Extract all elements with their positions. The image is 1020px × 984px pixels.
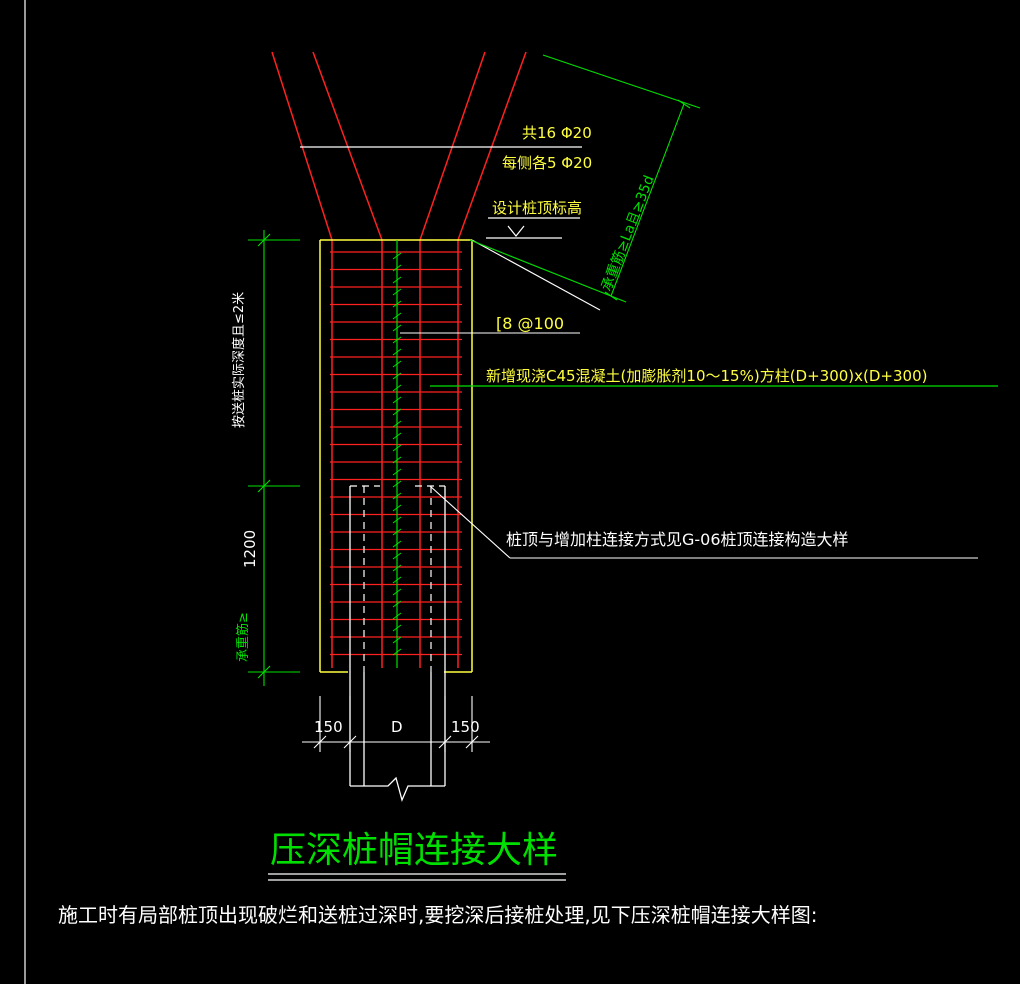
- stirrup-bars: [330, 251, 462, 656]
- center-tick: [392, 348, 402, 356]
- bottom-width-dimension: [302, 696, 490, 752]
- center-tick: [392, 636, 402, 644]
- center-tick: [392, 492, 402, 500]
- center-tick: [392, 300, 402, 308]
- center-tick: [392, 468, 402, 476]
- center-tick: [392, 384, 402, 392]
- pile-top-elevation-mark: [486, 217, 580, 239]
- dim-1200-label: 1200: [241, 530, 259, 568]
- leader-lines: [400, 239, 978, 559]
- center-tick: [392, 516, 402, 524]
- total-bars-label: 共16 Φ20: [522, 124, 592, 142]
- center-tick: [392, 396, 402, 404]
- center-tick: [392, 444, 402, 452]
- center-tick: [392, 252, 402, 260]
- center-tick: [392, 504, 402, 512]
- construction-caption: 施工时有局部桩顶出现破烂和送桩过深时,要挖深后接桩处理,见下压深桩帽连接大样图:: [58, 903, 817, 927]
- dim-d-label: D: [391, 718, 403, 736]
- center-bar-ticks: [392, 252, 402, 656]
- stirrup-label: [8 @100: [496, 314, 564, 333]
- center-tick: [392, 276, 402, 284]
- connection-note: 桩顶与增加柱连接方式见G-06桩顶连接构造大样: [506, 530, 849, 549]
- center-tick: [392, 432, 402, 440]
- center-tick: [392, 564, 402, 572]
- center-tick: [392, 288, 402, 296]
- anchor-length-label: 承重筋≥La且≥35d: [598, 173, 658, 293]
- left-vertical-dimension: [248, 230, 300, 686]
- center-tick: [392, 360, 402, 368]
- title-underline: [268, 873, 566, 881]
- center-tick: [392, 612, 402, 620]
- center-tick: [392, 576, 402, 584]
- bearing-bar-label: 承重筋≥: [235, 612, 251, 662]
- center-tick: [392, 480, 402, 488]
- diagonal-rebars: [271, 51, 527, 668]
- depth-note-label: 按送桩实际深度且≤2米: [231, 292, 247, 428]
- center-tick: [392, 264, 402, 272]
- new-column-note: 新增现浇C45混凝土(加膨胀剂10～15%)方柱(D+300)x(D+300): [486, 367, 927, 385]
- center-tick: [392, 372, 402, 380]
- dim-left-label: 150: [314, 718, 343, 736]
- bars-each-side-label: 每侧各5 Φ20: [502, 154, 592, 172]
- center-tick: [392, 528, 402, 536]
- center-tick: [392, 408, 402, 416]
- center-tick: [392, 324, 402, 332]
- center-tick: [392, 648, 402, 656]
- design-pile-top-label: 设计桩顶标高: [492, 199, 582, 217]
- dim-right-label: 150: [451, 718, 480, 736]
- center-tick: [392, 312, 402, 320]
- center-tick: [392, 420, 402, 428]
- drawing-title: 压深桩帽连接大样: [270, 830, 558, 871]
- center-tick: [392, 540, 402, 548]
- anchor-length-dimension: [469, 54, 701, 303]
- new-column-outline: [319, 239, 473, 673]
- center-tick: [392, 336, 402, 344]
- center-tick: [392, 456, 402, 464]
- center-tick: [392, 624, 402, 632]
- center-tick: [392, 588, 402, 596]
- center-tick: [392, 552, 402, 560]
- center-tick: [392, 600, 402, 608]
